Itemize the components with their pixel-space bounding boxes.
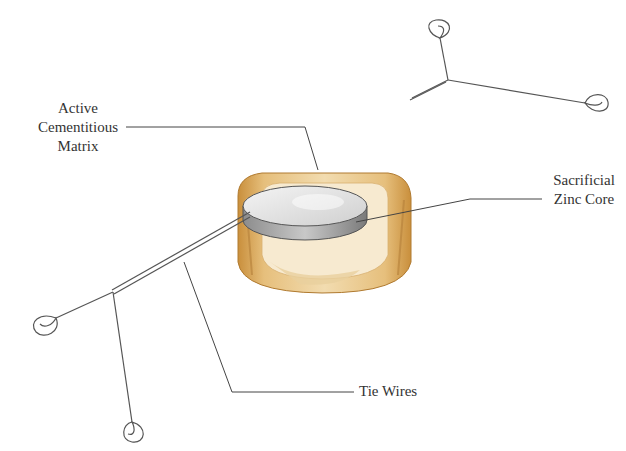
tie-wire-detached <box>410 20 608 111</box>
tie-wires <box>33 212 250 442</box>
zinc-core <box>243 186 367 240</box>
leader-lines <box>126 127 542 392</box>
cementitious-matrix <box>238 173 411 293</box>
part-label: Active Cementitious Matrix <box>26 99 130 156</box>
part-label: Sacrificial Zinc Core <box>548 171 620 209</box>
part-label: Tie Wires <box>359 382 449 401</box>
